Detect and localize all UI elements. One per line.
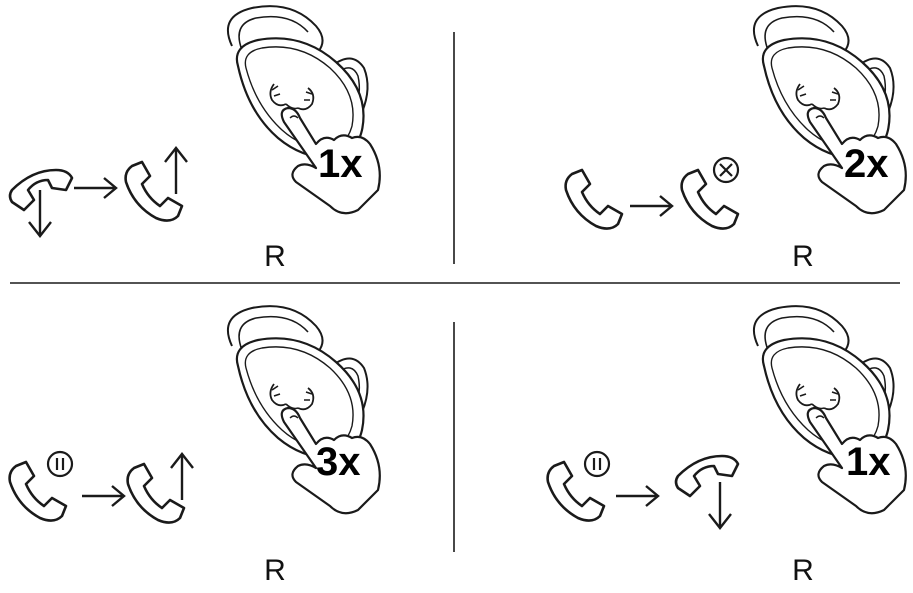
answer-call-icon [126,462,186,524]
side-label: R [792,240,814,273]
side-label: R [264,554,286,587]
call-icon [564,168,624,230]
hang-up-icon [674,454,740,498]
pause-circle-icon [46,450,74,478]
arrow-right-icon [72,176,118,200]
pause-circle-icon [583,450,611,478]
call-on-hold-icon [546,460,606,522]
panel-reject-call: 2x R [564,5,907,273]
tap-count: 3x [316,440,361,484]
x-circle-icon [712,156,740,184]
arrow-right-icon [614,484,660,508]
arrow-down-icon [707,480,733,530]
panel-end-held-call: 1x R [546,305,907,587]
side-label: R [264,240,286,273]
panel-answer-call: 1x R [8,5,381,273]
panel-answer-held-call: 3x R [8,305,381,587]
call-on-hold-icon [8,460,68,522]
tap-count: 1x [846,440,891,484]
tap-count: 1x [318,142,363,186]
reject-call-icon [680,168,740,230]
arrow-right-icon [628,194,674,218]
side-label: R [792,554,814,587]
tap-count: 2x [844,142,889,186]
arrow-right-icon [80,484,126,508]
arrow-up-icon [163,146,189,196]
arrow-up-icon [169,452,195,502]
answer-call-icon [124,160,184,222]
